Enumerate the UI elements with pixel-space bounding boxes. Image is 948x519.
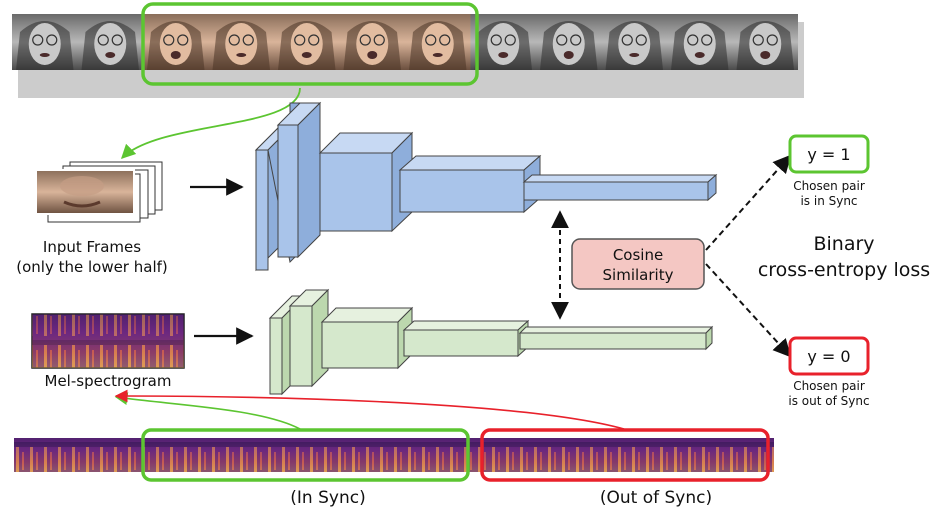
video-frame	[208, 14, 274, 70]
out-of-sync-segment-box	[480, 428, 770, 482]
video-frame	[339, 14, 405, 70]
input-frames-stack	[35, 161, 163, 223]
selected-frames-box	[141, 2, 479, 86]
positive-caption-line1: Chosen pair	[793, 179, 865, 193]
input-frames-label-line1: Input Frames	[43, 238, 141, 256]
video-frame	[470, 14, 536, 70]
cosine-label-line2: Similarity	[603, 266, 674, 284]
in-sync-segment-box	[141, 428, 470, 482]
video-frame	[732, 14, 798, 70]
to-positive-arrow	[705, 154, 792, 251]
out-of-sync-to-mel-arrow	[114, 389, 625, 430]
video-frame	[405, 14, 471, 70]
mel-spectrogram-label: Mel-spectrogram	[45, 372, 172, 390]
frames-to-input-arrow	[120, 87, 301, 160]
mel-spectrogram-image	[31, 313, 185, 369]
video-frame	[536, 14, 602, 70]
audio-spectrogram-strip	[14, 438, 774, 472]
video-encoder-network	[254, 101, 718, 272]
positive-caption-line2: is in Sync	[800, 194, 857, 208]
video-frame	[143, 14, 209, 70]
to-negative-arrow	[705, 263, 792, 358]
video-frame-strip	[12, 14, 804, 98]
negative-label-box	[788, 336, 870, 376]
negative-caption-line2: is out of Sync	[788, 394, 869, 408]
video-frame	[601, 14, 667, 70]
positive-label-text: y = 1	[807, 145, 850, 164]
negative-caption-line1: Chosen pair	[793, 379, 865, 393]
in-sync-label: (In Sync)	[290, 488, 365, 508]
loss-label-line2: cross-entropy loss	[758, 259, 930, 281]
video-frame	[12, 14, 78, 70]
video-frame	[77, 14, 143, 70]
loss-label-line1: Binary	[813, 233, 874, 255]
audio-encoder-network	[268, 288, 714, 396]
input-frames-label-line2: (only the lower half)	[16, 258, 168, 276]
in-sync-to-mel-arrow	[114, 392, 301, 430]
video-frame	[667, 14, 733, 70]
cosine-label-line1: Cosine	[613, 246, 663, 264]
cosine-similarity-box	[571, 238, 705, 290]
out-of-sync-label: (Out of Sync)	[600, 488, 712, 508]
positive-label-box	[788, 134, 870, 174]
negative-label-text: y = 0	[807, 347, 850, 366]
video-frame	[274, 14, 340, 70]
